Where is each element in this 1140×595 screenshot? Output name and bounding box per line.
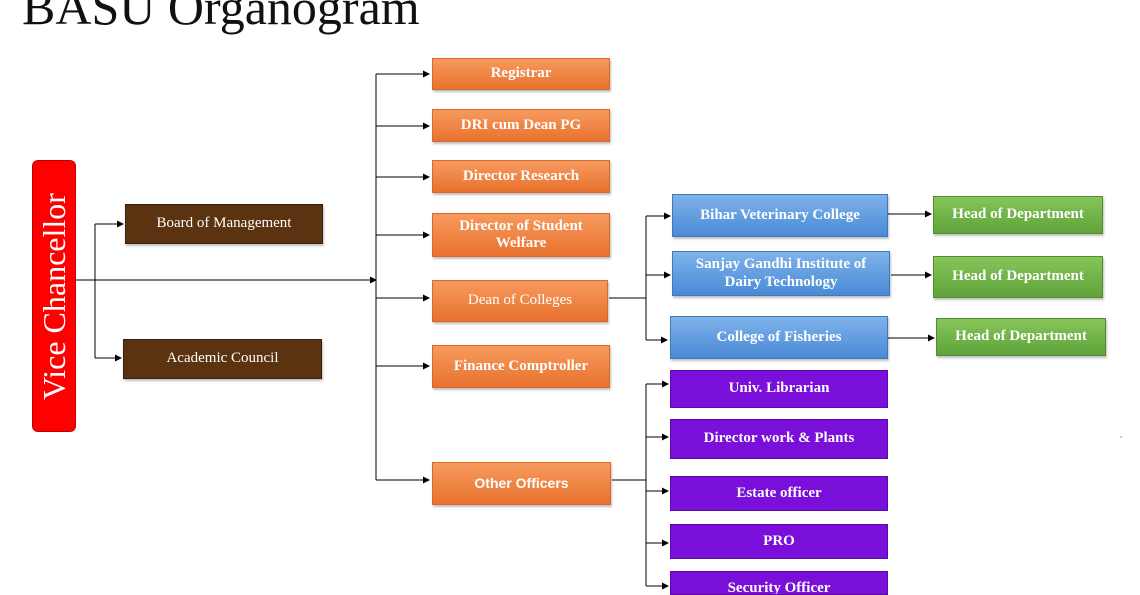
- director-work-plants-box: Director work & Plants: [670, 419, 888, 459]
- college-of-fisheries-box: College of Fisheries: [670, 316, 888, 359]
- bihar-veterinary-college-box: Bihar Veterinary College: [672, 194, 888, 237]
- director-research-box: Director Research: [432, 160, 610, 193]
- hod-bihar-veterinary-box: Head of Department: [933, 196, 1103, 234]
- hod-sanjay-gandhi-box: Head of Department: [933, 256, 1103, 298]
- pro-box: PRO: [670, 524, 888, 559]
- board-of-management-box: Board of Management: [125, 204, 323, 244]
- stray-dot: [1120, 436, 1122, 438]
- registrar-box: Registrar: [432, 58, 610, 90]
- univ-librarian-box: Univ. Librarian: [670, 370, 888, 408]
- dri-dean-pg-box: DRI cum Dean PG: [432, 109, 610, 142]
- page-title: BASU Organogram: [22, 0, 420, 35]
- vice-chancellor-box: Vice Chancellor: [32, 160, 76, 432]
- hod-college-of-fisheries-box: Head of Department: [936, 318, 1106, 356]
- security-officer-box: Security Officer: [670, 571, 888, 595]
- academic-council-box: Academic Council: [123, 339, 322, 379]
- estate-officer-box: Estate officer: [670, 476, 888, 511]
- vice-chancellor-label: Vice Chancellor: [35, 192, 72, 400]
- dean-of-colleges-box: Dean of Colleges: [432, 280, 608, 322]
- sanjay-gandhi-institute-box: Sanjay Gandhi Institute of Dairy Technol…: [672, 251, 890, 296]
- other-officers-box: Other Officers: [432, 462, 611, 505]
- finance-comptroller-box: Finance Comptroller: [432, 345, 610, 388]
- director-student-welfare-box: Director of Student Welfare: [432, 213, 610, 257]
